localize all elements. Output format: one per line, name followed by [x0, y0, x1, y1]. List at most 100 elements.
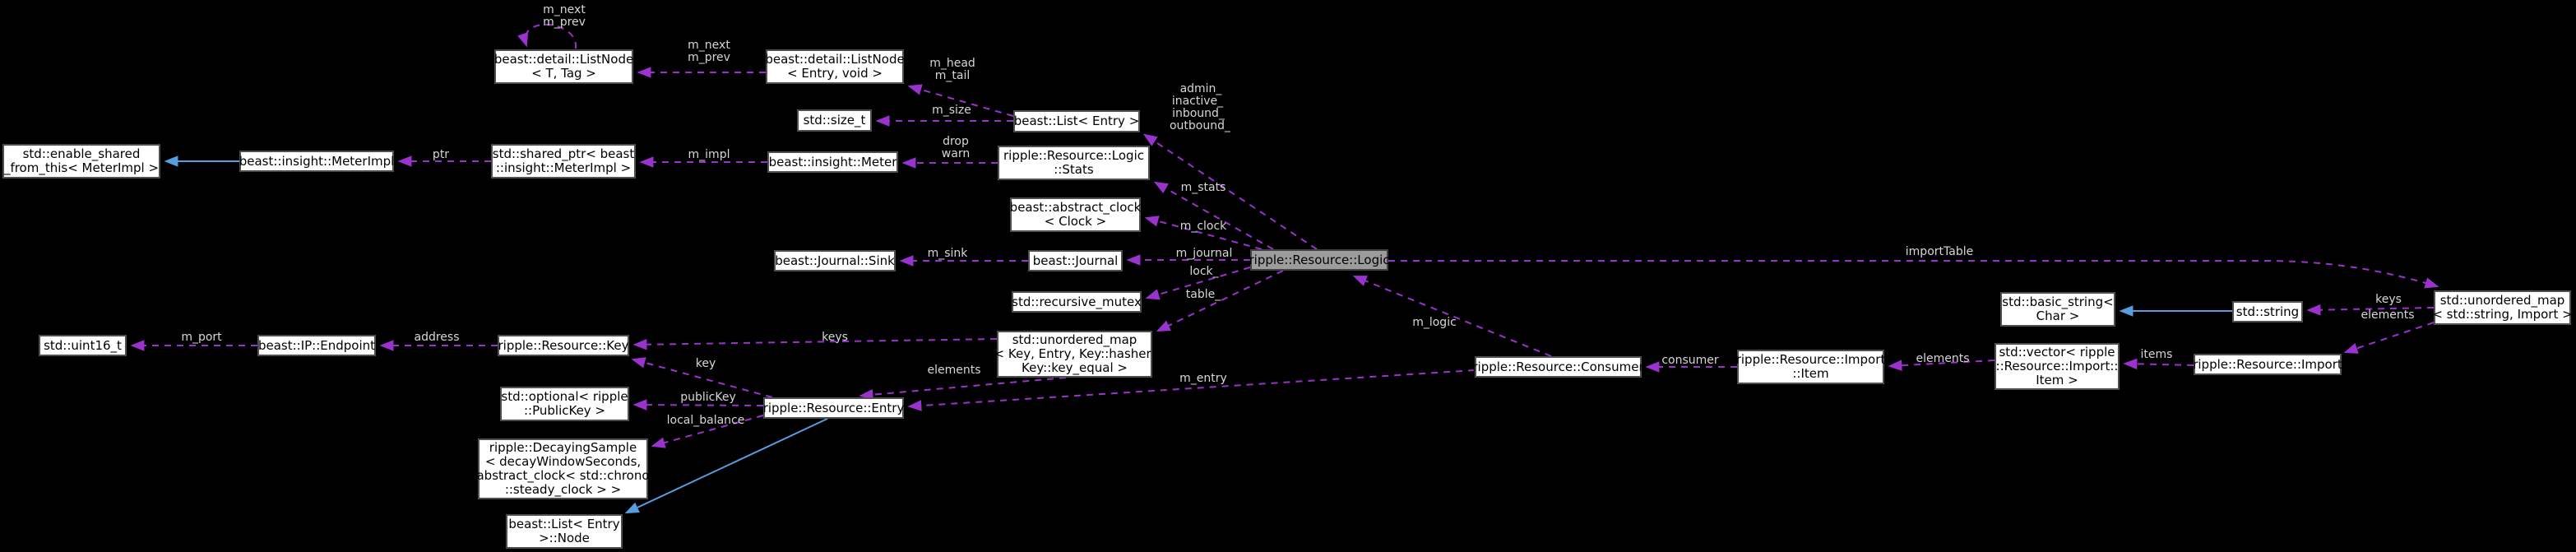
class-node-size-t[interactable]: std::size_t — [797, 109, 872, 132]
class-node-label: >::Node — [539, 531, 590, 545]
edge-listnode-self — [517, 23, 577, 49]
edge-entry-node-base — [624, 418, 828, 514]
class-node-label: beast::insight::Meter — [768, 154, 897, 169]
edge-label-ptr: ptr — [432, 148, 450, 161]
class-node-label: ::Resource::Import:: — [1995, 359, 2119, 373]
class-node-label: ripple::Resource::Import — [2193, 356, 2342, 372]
edge-label-key: key — [695, 357, 716, 370]
class-node-label: ripple::Resource::Logic — [1003, 148, 1144, 163]
edge-label-m-impl: m_impl — [688, 148, 730, 161]
edge-import-table — [1388, 260, 2439, 289]
edge-keys-left — [632, 338, 998, 350]
class-node-label: ::Item — [1792, 366, 1829, 381]
edge-label-public-key: publicKey — [680, 391, 736, 404]
edge-label-admin-lists: outbound_ — [1169, 119, 1231, 132]
edge-label-admin-lists: inbound_ — [1172, 107, 1225, 120]
class-node-map-string-import[interactable]: std::unordered_map< std::string, Import … — [2432, 290, 2573, 325]
class-node-map-key-entry[interactable]: std::unordered_map< Key, Entry, Key::has… — [994, 331, 1155, 378]
class-node-insight-meterimpl[interactable]: beast::insight::MeterImpl — [239, 151, 394, 172]
class-node-resource-entry[interactable]: ripple::Resource::Entry — [763, 397, 904, 419]
edge-elements-right — [2343, 322, 2435, 354]
edge-label-m-stats: m_stats — [1180, 181, 1226, 194]
class-node-label: ::PublicKey > — [523, 403, 606, 418]
edge-label-m-clock: m_clock — [1179, 220, 1227, 233]
class-node-resource-key[interactable]: ripple::Resource::Key — [498, 335, 629, 356]
class-node-label: std::recursive_mutex — [1012, 294, 1142, 309]
class-node-journal[interactable]: beast::Journal — [1028, 250, 1123, 271]
class-node-recursive-mutex[interactable]: std::recursive_mutex — [1012, 291, 1142, 313]
class-node-uint16-t[interactable]: std::uint16_t — [39, 335, 127, 356]
class-node-import-item[interactable]: ripple::Resource::Import::Item — [1735, 350, 1886, 384]
class-node-label: < Entry, void > — [787, 66, 883, 81]
class-node-listnode-entry-void[interactable]: beast::detail::ListNode< Entry, void > — [765, 49, 905, 84]
edge-label-head-tail: m_head — [929, 57, 975, 70]
edge-table — [1156, 270, 1284, 332]
class-node-label: std::optional< ripple — [501, 389, 628, 404]
edge-label-listnode-next-prev: m_next — [688, 39, 730, 52]
class-node-label: std::shared_ptr< beast — [492, 146, 635, 161]
class-node-abstract-clock[interactable]: beast::abstract_clock< Clock > — [1010, 197, 1141, 232]
class-node-list-entry[interactable]: beast::List< Entry > — [1013, 110, 1140, 132]
edge-label-elements-left: elements — [927, 364, 981, 377]
edge-label-elements-right: elements — [2361, 308, 2415, 322]
class-node-label: ::Stats — [1054, 162, 1094, 177]
class-node-label: std::vector< ripple — [1999, 345, 2115, 359]
edge-label-table: table_ — [1185, 288, 1221, 301]
class-node-label: std::uint16_t — [44, 337, 122, 353]
class-node-basic-string[interactable]: std::basic_string<Char > — [2000, 292, 2115, 327]
class-node-optional-publickey[interactable]: std::optional< ripple::PublicKey > — [500, 387, 629, 421]
class-node-label: Char > — [2036, 308, 2080, 323]
class-node-label: beast::insight::MeterImpl — [239, 153, 395, 169]
edge-label-m-logic: m_logic — [1412, 316, 1457, 329]
edge-label-m-port: m_port — [181, 331, 222, 344]
edge-keys-right — [2306, 304, 2435, 316]
class-node-insight-meter[interactable]: beast::insight::Meter — [767, 151, 898, 173]
class-node-list-entry-node[interactable]: beast::List< Entry>::Node — [506, 514, 623, 549]
edge-label-admin-lists: admin_ — [1179, 82, 1222, 95]
edge-label-import-table: importTable — [1905, 245, 1974, 258]
class-node-decaying-sample[interactable]: ripple::DecayingSample< decayWindowSecon… — [476, 438, 650, 499]
class-node-resource-consumer[interactable]: ripple::Resource::Consumer — [1472, 356, 1644, 378]
class-node-label: std::basic_string< — [2002, 295, 2114, 309]
class-node-logic-stats[interactable]: ripple::Resource::Logic::Stats — [998, 146, 1150, 180]
class-node-label: ripple::Resource::Logic — [1249, 252, 1390, 267]
edge-label-elements-vector: elements — [1916, 352, 1970, 365]
class-node-enable-shared-from-this[interactable]: std::enable_shared_from_this< MeterImpl … — [2, 144, 160, 179]
class-node-label: std::unordered_map — [1012, 332, 1137, 347]
class-node-label: beast::Journal::Sink — [775, 253, 895, 268]
class-node-label: ripple::Resource::Import — [1735, 352, 1886, 367]
class-node-label: std::enable_shared — [22, 146, 141, 161]
edge-label-lock: lock_ — [1189, 265, 1219, 278]
edge-label-address: address — [414, 331, 460, 344]
class-node-ip-endpoint[interactable]: beast::IP::Endpoint — [257, 335, 376, 356]
edge-elements-left — [859, 377, 1067, 401]
class-node-label: abstract_clock< std::chrono — [476, 468, 650, 483]
class-node-label: beast::List< Entry — [508, 517, 620, 531]
edge-label-listnode-self: m_prev — [543, 16, 586, 29]
class-node-label: _from_this< MeterImpl > — [3, 160, 160, 175]
class-node-vector-import-item[interactable]: std::vector< ripple::Resource::Import::I… — [1995, 343, 2120, 390]
class-node-listnode-t-tag[interactable]: beast::detail::ListNode< T, Tag > — [494, 49, 633, 84]
edge-items — [2123, 358, 2194, 370]
edge-label-drop-warn: warn — [941, 147, 971, 160]
class-node-label: Key::key_equal > — [1022, 360, 1128, 375]
class-node-label: beast::detail::ListNode — [765, 52, 905, 67]
class-node-label: beast::detail::ListNode — [493, 52, 634, 67]
edge-label-local-balance: local_balance — [666, 414, 745, 427]
edge-label-head-tail: m_tail — [934, 69, 971, 82]
class-node-label: std::string — [2235, 304, 2300, 319]
edge-label-m-entry: m_entry — [1179, 372, 1227, 385]
class-node-label: < Clock > — [1044, 214, 1107, 229]
class-node-label: ::steady_clock > > — [504, 482, 622, 497]
class-node-std-string[interactable]: std::string — [2232, 301, 2303, 322]
edge-admin-lists — [1142, 133, 1318, 250]
class-node-resource-logic[interactable]: ripple::Resource::Logic — [1249, 249, 1390, 271]
class-node-label: beast::IP::Endpoint — [257, 337, 376, 353]
class-node-journal-sink[interactable]: beast::Journal::Sink — [774, 250, 896, 271]
class-node-shared-ptr-meterimpl[interactable]: std::shared_ptr< beast::insight::MeterIm… — [491, 144, 636, 179]
class-node-resource-import[interactable]: ripple::Resource::Import — [2193, 354, 2342, 375]
class-node-label: beast::Journal — [1032, 253, 1119, 268]
class-node-label: Item > — [2036, 373, 2078, 387]
